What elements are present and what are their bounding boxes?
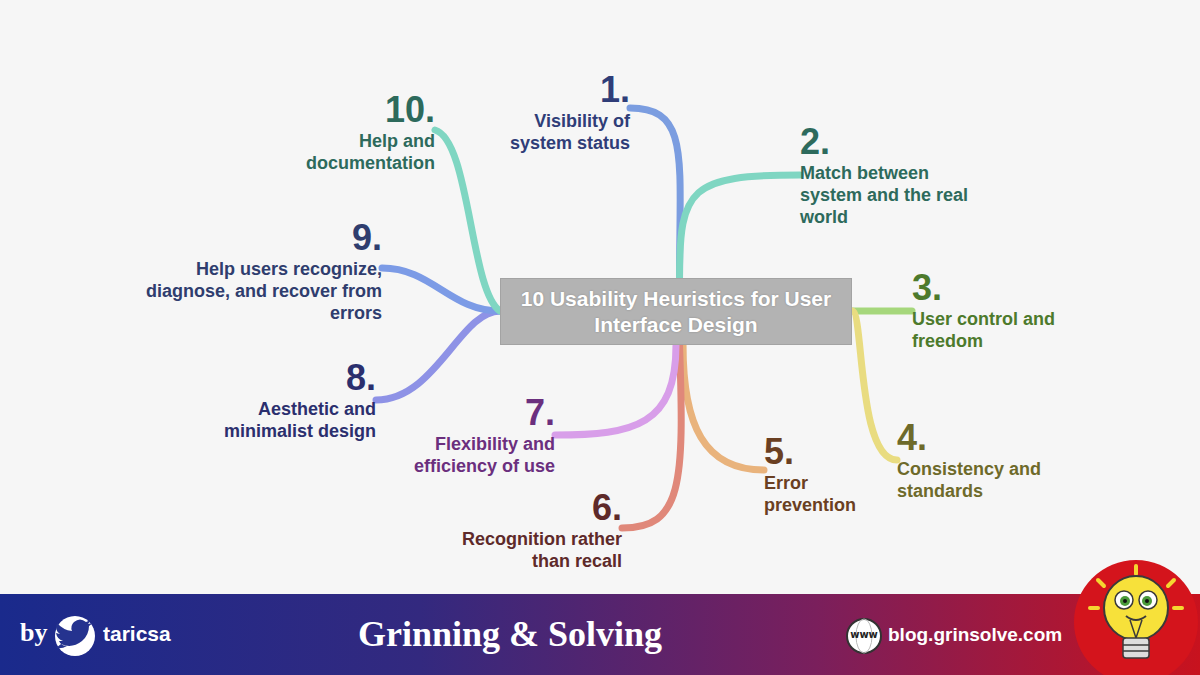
heuristic-branch: 5.Error prevention bbox=[764, 432, 874, 516]
callout-number: 4. bbox=[897, 418, 1072, 458]
heuristic-label: Visibility of system status bbox=[490, 110, 630, 154]
bulb-filament bbox=[1130, 620, 1142, 638]
callout-number: 6. bbox=[440, 488, 622, 528]
heuristic-branch: 1.Visibility of system status bbox=[490, 70, 630, 154]
footer-text: blog.grinsolve.com bbox=[888, 624, 1062, 646]
bulb-badge bbox=[1074, 560, 1198, 675]
globe-icon bbox=[847, 619, 881, 653]
bulb-eye bbox=[1139, 591, 1157, 609]
bulb-thread bbox=[1123, 644, 1149, 646]
branch-curve bbox=[852, 308, 912, 315]
globe-text: www bbox=[846, 629, 882, 640]
bulb-base bbox=[1123, 638, 1149, 658]
central-topic-text: 10 Usability Heuristics for User Interfa… bbox=[513, 286, 839, 338]
brand-title: Grinning & Solving bbox=[300, 613, 720, 655]
callout-number: 5. bbox=[764, 432, 874, 472]
branch-curve bbox=[435, 130, 500, 311]
heuristic-branch: 7.Flexibility and efficiency of use bbox=[390, 393, 555, 477]
callout-number: 8. bbox=[200, 358, 376, 398]
heuristic-branch: 10.Help and documentation bbox=[280, 90, 435, 174]
bulb-pupil bbox=[1123, 599, 1127, 603]
heuristic-label: Help and documentation bbox=[280, 130, 435, 174]
twitter-bird bbox=[56, 620, 93, 649]
heuristic-branch: 9.Help users recognize, diagnose, and re… bbox=[120, 218, 382, 324]
bulb-smile bbox=[1126, 616, 1146, 620]
heuristic-branch: 8.Aesthetic and minimalist design bbox=[200, 358, 376, 442]
heuristic-branch: 6.Recognition rather than recall bbox=[440, 488, 622, 572]
bulb-iris bbox=[1120, 596, 1130, 606]
footer-text: by bbox=[20, 618, 47, 648]
callout-number: 10. bbox=[280, 90, 435, 130]
branch-curve bbox=[376, 311, 500, 400]
callout-number: 9. bbox=[120, 218, 382, 258]
heuristic-branch: 2.Match between system and the real worl… bbox=[800, 122, 990, 228]
branch-curve bbox=[852, 311, 897, 460]
callout-number: 2. bbox=[800, 122, 990, 162]
heuristic-label: Aesthetic and minimalist design bbox=[200, 398, 376, 442]
heuristic-label: Recognition rather than recall bbox=[440, 528, 622, 572]
callout-number: 7. bbox=[390, 393, 555, 433]
callout-number: 1. bbox=[490, 70, 630, 110]
heuristic-label: Help users recognize, diagnose, and reco… bbox=[120, 258, 382, 324]
branch-curve bbox=[683, 345, 764, 470]
twitter-badge bbox=[55, 616, 95, 656]
callout-number: 3. bbox=[912, 268, 1082, 308]
heuristic-branch: 4.Consistency and standards bbox=[897, 418, 1072, 502]
bulb-eye bbox=[1115, 591, 1133, 609]
heuristic-label: Match between system and the real world bbox=[800, 162, 990, 228]
bulb-iris bbox=[1142, 596, 1152, 606]
branch-curve bbox=[555, 345, 676, 435]
branch-curve bbox=[680, 175, 800, 278]
branch-curve bbox=[630, 108, 680, 278]
bulb-pupil bbox=[1145, 599, 1149, 603]
footer-text: taricsa bbox=[103, 622, 171, 646]
heuristic-label: User control and freedom bbox=[912, 308, 1082, 352]
heuristic-branch: 3.User control and freedom bbox=[912, 268, 1082, 352]
bulb-glass bbox=[1104, 576, 1168, 640]
heuristic-label: Consistency and standards bbox=[897, 458, 1072, 502]
central-topic-box: 10 Usability Heuristics for User Interfa… bbox=[500, 278, 852, 345]
heuristic-label: Error prevention bbox=[764, 472, 874, 516]
heuristic-label: Flexibility and efficiency of use bbox=[390, 433, 555, 477]
bulb-thread bbox=[1123, 650, 1149, 652]
